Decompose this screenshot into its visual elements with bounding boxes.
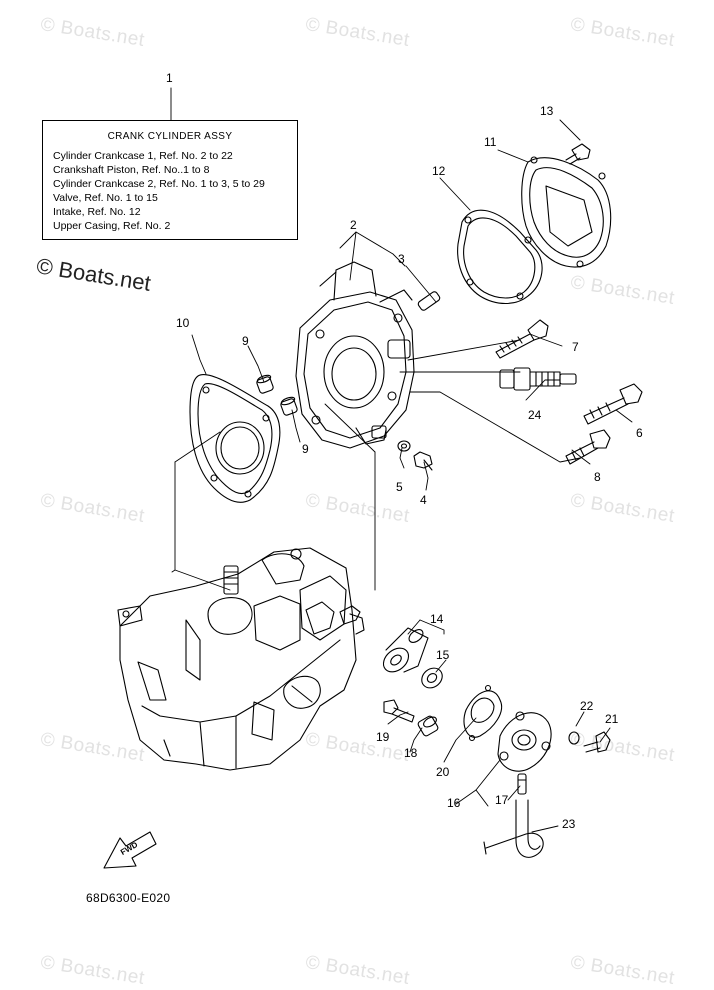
cylinder-head-gasket-10 (189, 374, 281, 503)
assembly-title: CRANK CYLINDER ASSY (107, 131, 233, 142)
crankcase-block (117, 547, 365, 771)
callout-1: 1 (166, 71, 173, 85)
callout-9a: 9 (242, 334, 249, 348)
thermostat-cover-16 (497, 711, 552, 772)
callout-6: 6 (636, 426, 643, 440)
bolt-13 (565, 143, 591, 165)
assembly-line: Cylinder Crankcase 1, Ref. No. 2 to 22 (53, 150, 233, 162)
leader-lines (170, 87, 633, 833)
callout-12: 12 (432, 164, 446, 178)
cylinder-head-cover-11 (521, 156, 612, 268)
thermostat-gasket-20 (463, 684, 502, 742)
callout-20: 20 (436, 765, 450, 779)
bolt-8 (565, 429, 611, 465)
callout-11: 11 (484, 135, 497, 149)
diagram-code: 68D6300-E020 (86, 891, 171, 905)
washer-22 (568, 731, 580, 745)
spark-plug-24 (499, 367, 577, 391)
cylinder-head-2 (295, 261, 415, 449)
bolt-19 (383, 699, 415, 723)
callout-22: 22 (580, 699, 594, 713)
assembly-line: Upper Casing, Ref. No. 2 (53, 220, 171, 232)
callout-19: 19 (376, 730, 390, 744)
callout-4: 4 (420, 493, 427, 507)
callout-15: 15 (436, 648, 450, 662)
bolt-21 (583, 731, 611, 753)
callout-9b: 9 (302, 442, 309, 456)
assembly-line: Cylinder Crankcase 2, Ref. No. 1 to 3, 5… (53, 178, 265, 190)
assembly-line: Valve, Ref. No. 1 to 15 (53, 192, 158, 204)
bolt-7 (495, 319, 549, 359)
callout-13: 13 (540, 104, 554, 118)
callout-21: 21 (605, 712, 619, 726)
washer-5 (397, 440, 411, 452)
assembly-line: Intake, Ref. No. 12 (53, 206, 141, 218)
callout-23: 23 (562, 817, 576, 831)
callout-16: 16 (447, 796, 461, 810)
callout-18: 18 (404, 746, 418, 760)
fwd-arrow-icon (103, 831, 157, 869)
callout-10: 10 (176, 316, 190, 330)
sleeve-3 (417, 291, 441, 311)
cover-gasket-12 (457, 209, 543, 305)
assembly-line: Crankshaft Piston, Ref. No..1 to 8 (53, 164, 210, 176)
hose-fitting-17 (517, 773, 527, 795)
bolt-6 (583, 383, 643, 425)
callout-8: 8 (594, 470, 601, 484)
assembly-info-box: CRANK CYLINDER ASSY Cylinder Crankcase 1… (42, 120, 298, 240)
callout-3: 3 (398, 252, 405, 266)
callout-2: 2 (350, 218, 357, 232)
drain-bolt-4 (413, 451, 433, 471)
thermostat-14 (382, 627, 429, 673)
callout-14: 14 (430, 612, 444, 626)
dowel-pin-9 (256, 374, 298, 416)
collar-18 (417, 715, 439, 737)
callout-7: 7 (572, 340, 579, 354)
callout-5: 5 (396, 480, 403, 494)
callout-17: 17 (495, 793, 509, 807)
seal-15 (421, 667, 443, 689)
callout-24: 24 (528, 408, 542, 422)
hose-23 (483, 799, 544, 858)
